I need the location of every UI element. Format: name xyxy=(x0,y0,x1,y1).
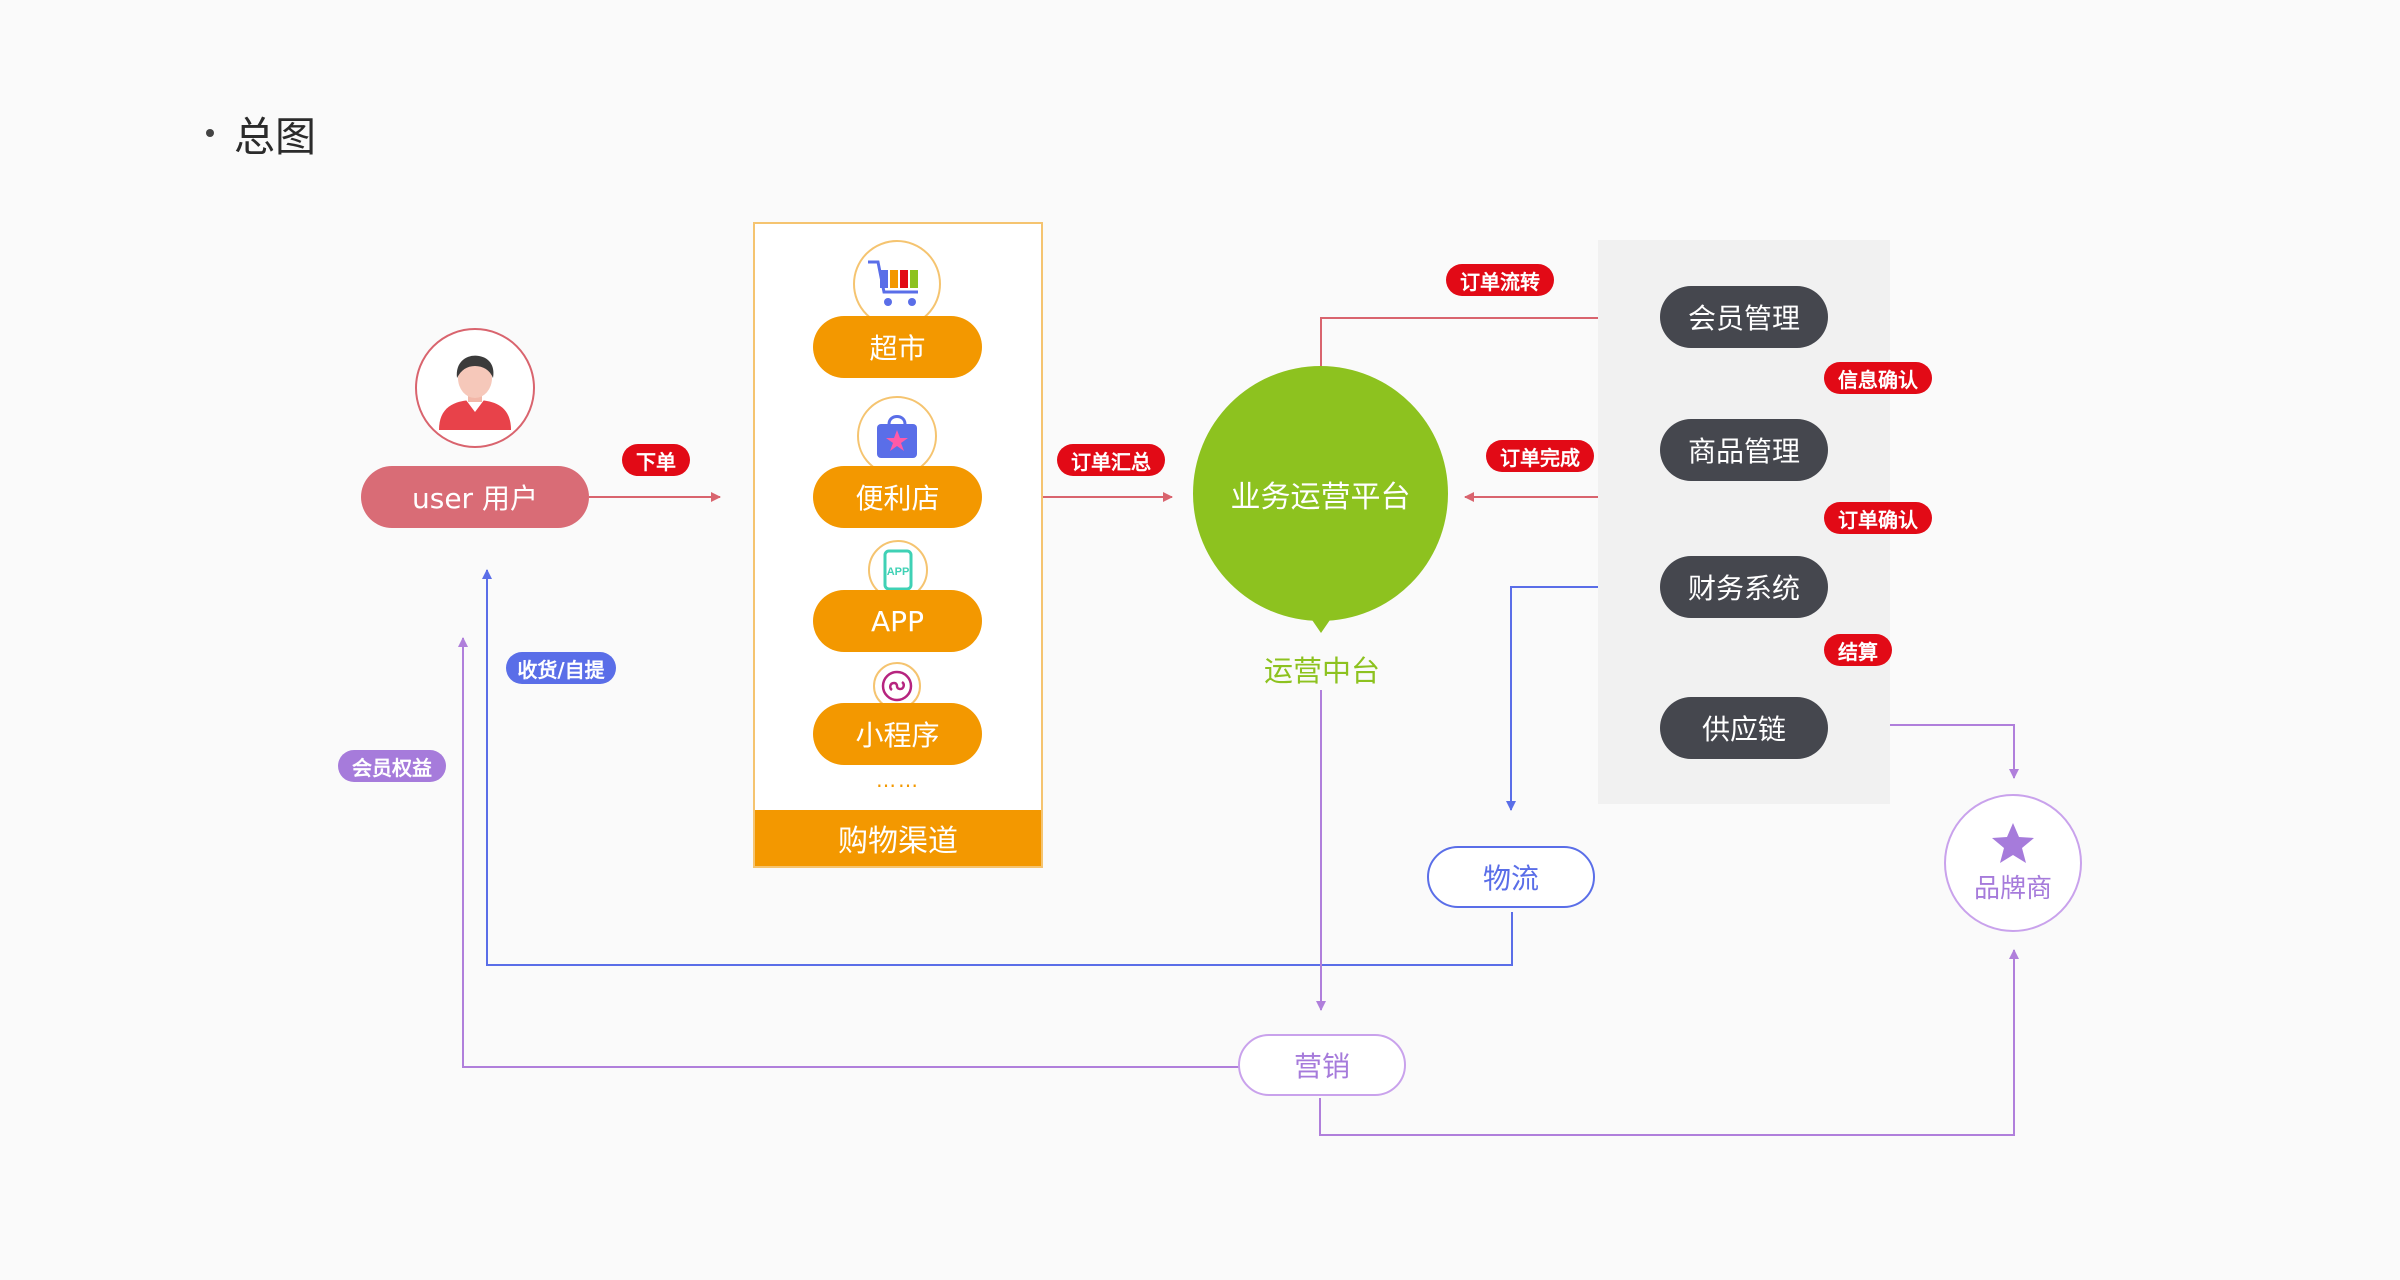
channel-convenience-store[interactable]: 便利店 xyxy=(813,466,982,528)
finance-system-node[interactable]: 财务系统 xyxy=(1660,556,1828,618)
tag-order-flow: 订单流转 xyxy=(1446,264,1554,296)
user-node[interactable]: user 用户 xyxy=(361,466,589,528)
arrow-supply-to-brand xyxy=(1828,724,2019,779)
shopping-bag-icon xyxy=(877,415,917,458)
arrow-marketing-to-brand xyxy=(1319,949,2019,1136)
shopping-cart-icon xyxy=(868,260,918,306)
tag-order-complete: 订单完成 xyxy=(1486,440,1594,472)
channel-supermarket[interactable]: 超市 xyxy=(813,316,982,378)
tag-place-order: 下单 xyxy=(622,444,690,476)
platform-pointer-icon xyxy=(1310,617,1332,633)
app-icon: APP xyxy=(883,549,913,591)
supply-chain-node[interactable]: 供应链 xyxy=(1660,697,1828,759)
arrow-marketing-to-user xyxy=(458,637,1240,1068)
business-platform-node[interactable]: 业务运营平台 xyxy=(1193,366,1448,621)
brand-label: 品牌商 xyxy=(1973,873,2052,904)
marketing-node[interactable]: 营销 xyxy=(1238,1034,1406,1096)
caret-down-icon xyxy=(889,804,905,814)
channels-ellipsis: …… xyxy=(876,768,920,792)
channel-mini-program[interactable]: 小程序 xyxy=(813,703,982,765)
brand-node[interactable]: 品牌商 xyxy=(1944,794,2082,932)
mini-program-icon xyxy=(881,670,913,702)
tag-member-benefits: 会员权益 xyxy=(338,750,446,782)
tag-order-confirm: 订单确认 xyxy=(1824,502,1932,534)
supermarket-icon-circle xyxy=(853,240,941,328)
user-avatar-icon xyxy=(439,355,511,430)
page-title-text: 总图 xyxy=(234,113,316,161)
logistics-node[interactable]: 物流 xyxy=(1427,846,1595,908)
convenience-store-icon-circle xyxy=(857,396,937,476)
product-management-node[interactable]: 商品管理 xyxy=(1660,419,1828,481)
platform-label: 运营中台 xyxy=(1263,654,1380,688)
arrow-platform-to-member xyxy=(1320,313,1611,366)
channel-app[interactable]: APP xyxy=(813,590,982,652)
bullet-icon xyxy=(206,129,214,137)
tag-info-confirm: 信息确认 xyxy=(1824,362,1932,394)
svg-text:APP: APP xyxy=(887,566,910,578)
member-management-node[interactable]: 会员管理 xyxy=(1660,286,1828,348)
user-avatar-circle xyxy=(415,328,535,448)
mini-program-icon-circle xyxy=(873,662,921,710)
page-title: 总图 xyxy=(206,103,316,163)
tag-order-summary: 订单汇总 xyxy=(1057,444,1165,476)
tag-receive-pickup: 收货/自提 xyxy=(506,652,616,684)
tag-settlement: 结算 xyxy=(1824,634,1892,666)
channels-footer: 购物渠道 xyxy=(755,810,1041,866)
star-icon xyxy=(1992,822,2034,863)
arrow-logistics-to-user xyxy=(482,569,1513,966)
